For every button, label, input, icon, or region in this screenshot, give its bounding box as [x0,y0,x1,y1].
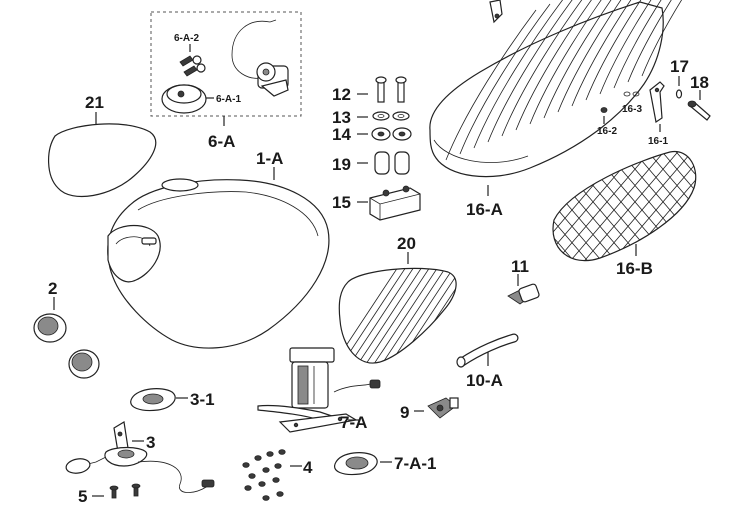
stitch-line [736,140,750,280]
label-16-2: 16-2 [597,126,617,137]
knee-rib [345,268,417,363]
label-11: 11 [511,257,529,276]
nut-icon [276,491,284,497]
nut-icon [242,462,250,468]
nut-icon [248,473,256,479]
ignition-switch-group: 6-A-2 6-A-1 6-A [150,11,302,151]
gasket-3-1: 3-1 [130,388,215,412]
seat-stripes [445,0,683,161]
stitch-line [722,140,750,280]
label-3: 3 [146,433,155,452]
seat-stripe [543,0,612,119]
label-19: 19 [332,155,351,174]
seat-stripe [641,0,683,77]
seat-stripe [599,0,652,95]
seat-stripe [487,0,573,143]
fuel-pump-7-a: 7-A [257,347,381,433]
label-5: 5 [78,487,87,506]
knee-rib [353,268,425,363]
label-16-a: 16-A [466,200,503,219]
nut-icon [262,495,270,501]
key-icon [179,55,206,77]
stitch-line [693,151,696,261]
nut-icon [266,451,274,457]
fitting-9: 9 [400,397,459,422]
seat-stripe [529,0,602,125]
knee-rib [449,268,457,363]
stitch-line [708,140,750,280]
nut-icon [254,455,262,461]
seat-stripe [515,0,592,131]
label-2: 2 [48,279,57,298]
seat-stripe [445,9,537,161]
nut-icon [244,485,252,491]
nut-icon [278,449,286,455]
seat-stripe [501,0,583,137]
stitch-line [736,140,750,280]
label-9: 9 [400,403,409,422]
label-15: 15 [332,193,351,212]
label-13: 13 [332,108,351,127]
stitch-line [637,151,696,261]
label-14: 14 [332,125,351,144]
label-16-3: 16-3 [622,104,642,115]
label-16-1: 16-1 [648,136,668,147]
seat-stripe [613,0,662,89]
knee-rib [385,268,457,363]
seat-16-a: 16-A [429,0,683,219]
label-17: 17 [670,57,689,76]
sensor-11: 11 [507,257,540,305]
seat-stripe [585,0,642,101]
label-1-a: 1-A [256,149,283,168]
label-6-a: 6-A [208,132,235,151]
filler-cap-2: 2 [33,279,100,379]
stitch-line [553,151,605,261]
nut-icon [258,481,266,487]
knee-pad-20: 20 [338,234,457,364]
nut-icon [262,467,270,473]
label-6-a-2: 6-A-2 [174,33,199,44]
seat-stripe [627,0,672,83]
label-4: 4 [303,458,313,477]
stitch-line [665,151,696,261]
seat-stripe [557,0,622,113]
stitch-line [693,151,696,261]
screws-5: 5 [78,483,141,506]
seat-stripe [459,3,551,155]
label-6-a-1: 6-A-1 [216,94,241,105]
gasket-7-a-1: 7-A-1 [334,452,437,476]
knee-rib [369,268,441,363]
stitch-line [722,140,750,280]
knee-rib [361,268,433,363]
label-3-1: 3-1 [190,390,215,409]
stitch-line [651,151,696,261]
seat-bracket-parts: 16-1 16-2 16-3 17 18 [597,57,711,147]
label-10-a: 10-A [466,371,503,390]
hardware-stack: 12 13 14 19 15 [332,76,421,221]
fuel-sender-3: 3 [65,421,215,493]
stitch-line [553,151,591,261]
knee-rib [377,268,449,363]
seat-stripe [473,0,564,149]
label-7-a-1: 7-A-1 [394,454,437,473]
label-18: 18 [690,73,709,92]
hose-10-a: 10-A [456,333,519,390]
tank-side-cover-21: 21 [48,93,157,198]
nut-icon [274,463,282,469]
label-7-a: 7-A [340,413,367,432]
label-12: 12 [332,85,351,104]
seat-stripe [571,0,632,107]
fuel-tank-1-a: 1-A [107,149,330,349]
nut-icon [272,477,280,483]
label-21: 21 [85,93,104,112]
label-20: 20 [397,234,416,253]
stitch-line [708,140,750,280]
label-16-b: 16-B [616,259,653,278]
nuts-4: 4 [242,449,313,501]
